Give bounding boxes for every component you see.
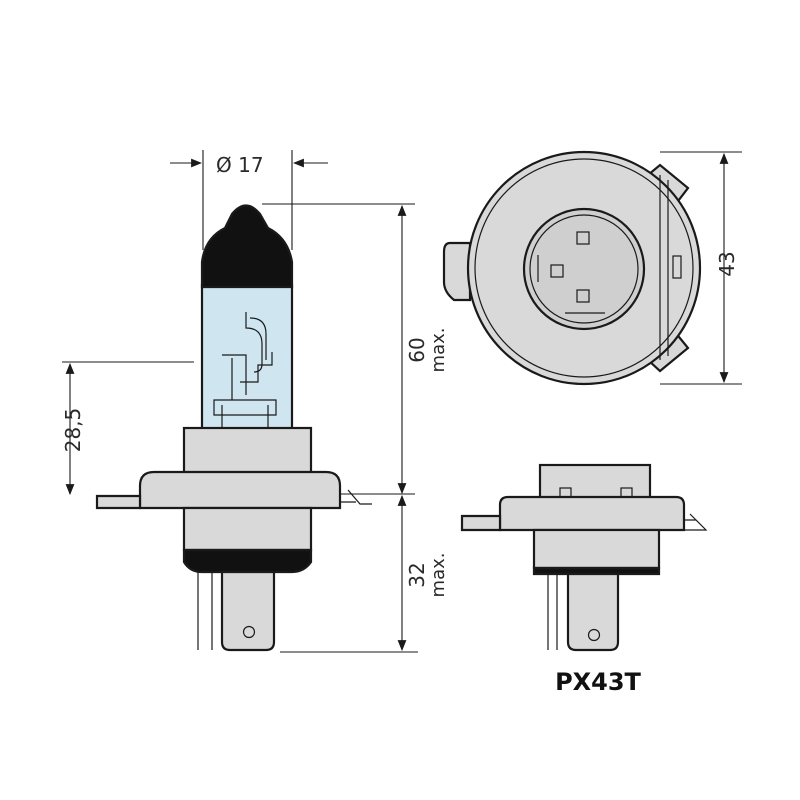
- lower-base: [182, 506, 313, 552]
- base-max-suffix: max.: [428, 553, 449, 598]
- socket-contact-bottom: [576, 289, 590, 303]
- glass-envelope: [200, 283, 294, 432]
- base-center-pin: [566, 572, 620, 652]
- reference-height-dimension: 28,5: [61, 361, 194, 496]
- top-view-side-slot: [672, 255, 682, 279]
- height-max-suffix: max.: [428, 328, 449, 373]
- flange-disc-inner-edge: [474, 158, 694, 378]
- diameter-dimension: Ø 17: [170, 150, 328, 250]
- base-lower-block: [532, 528, 661, 570]
- base-center-pin-hole: [587, 628, 601, 642]
- socket-contact-top: [576, 231, 590, 245]
- base-32-dimension: 32 max.: [280, 494, 449, 653]
- top-view: [442, 150, 702, 386]
- top-view-left-tab: [442, 241, 472, 302]
- socket-contact-left: [550, 264, 564, 278]
- base-flange-tab-left: [460, 514, 502, 532]
- flange-width-dimension: 43: [660, 151, 742, 385]
- height-max-value: 60: [405, 337, 429, 362]
- flange-tab-left: [95, 494, 142, 510]
- base-top-block: [538, 463, 652, 500]
- base-flange-tab-right: [684, 513, 708, 531]
- connector-pin-center: [220, 570, 276, 652]
- flange-width-label: 43: [715, 251, 739, 276]
- bulb-black-tip: [200, 204, 294, 289]
- filament-wires: [213, 312, 277, 428]
- diameter-label: Ø 17: [216, 153, 264, 177]
- side-view: [95, 204, 372, 652]
- connector-pin-left: [197, 572, 213, 650]
- base-flange: [498, 495, 686, 532]
- connector-pin-hole: [242, 625, 256, 639]
- base-black-ring: [182, 548, 313, 574]
- flange-tab-right: [340, 489, 372, 505]
- base-black-band: [532, 566, 661, 576]
- socket-outer: [522, 207, 646, 331]
- base-type-label: PX43T: [555, 668, 641, 696]
- mounting-flange: [138, 470, 342, 510]
- reference-height-label: 28,5: [61, 408, 85, 453]
- height-60-dimension: 60 max.: [262, 203, 449, 495]
- base-side-view: [460, 463, 708, 652]
- socket-inner: [529, 214, 639, 324]
- base-max-value: 32: [405, 562, 429, 587]
- bulb-collar: [182, 426, 313, 476]
